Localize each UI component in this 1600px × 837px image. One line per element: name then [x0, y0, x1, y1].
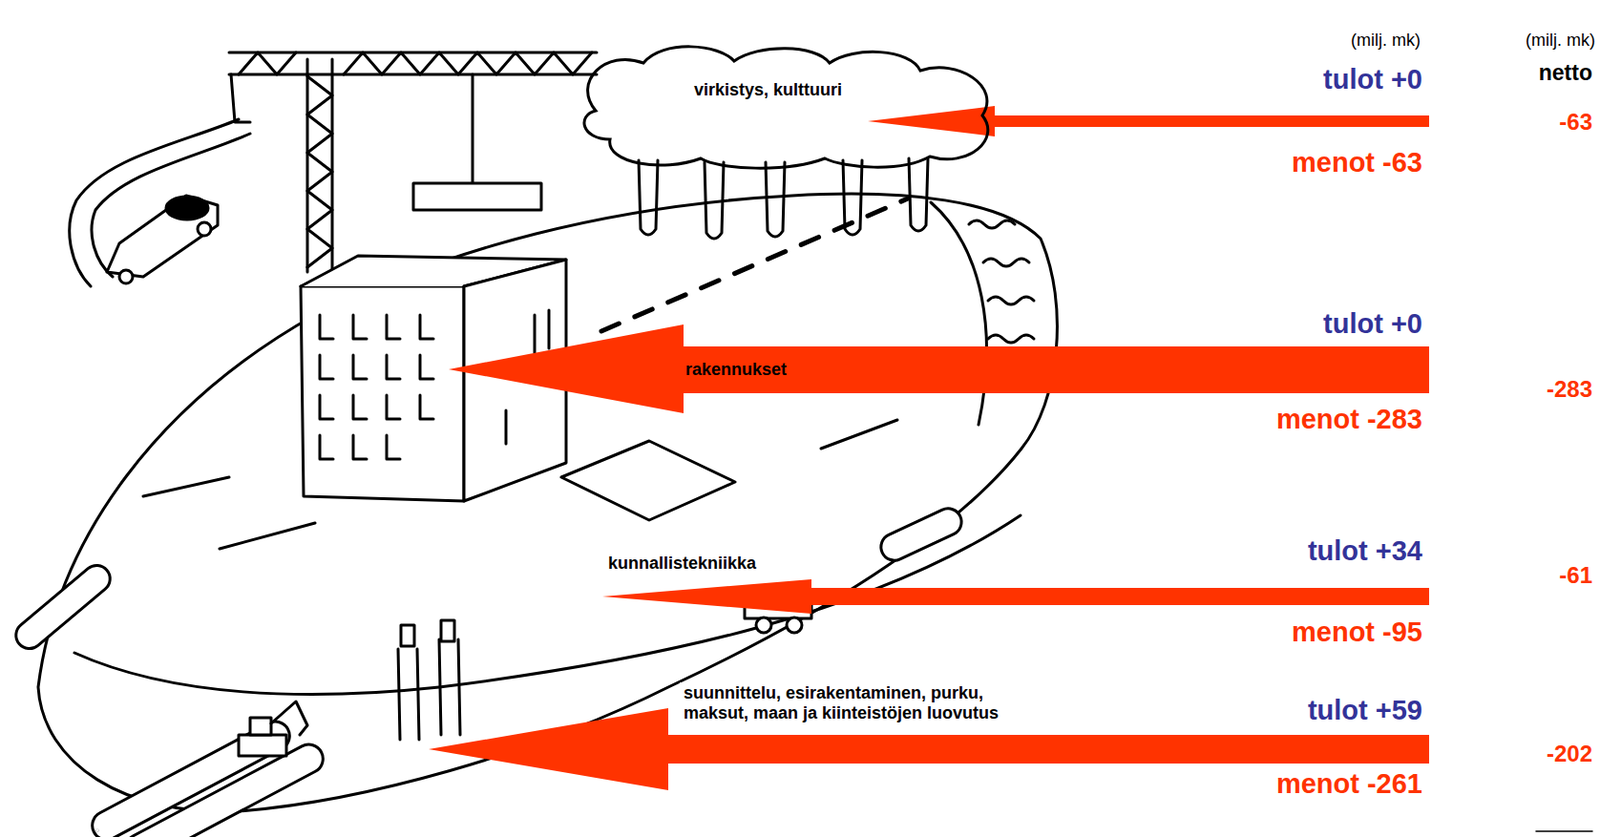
excavator-part [271, 701, 308, 736]
label-slot: -63 [1558, 108, 1593, 136]
crane [229, 52, 597, 273]
cloud-legs-part [638, 160, 658, 235]
cloud-legs [638, 158, 928, 239]
label-slot: tulot +59 [1307, 694, 1423, 727]
water-part [988, 335, 1034, 343]
cloud-label: virkistys, kulttuuri [694, 80, 843, 101]
unit-label: (milj. mk) [1350, 30, 1421, 51]
expense-value: menot -63 [1291, 147, 1423, 179]
crane-part [238, 52, 592, 75]
building-part [319, 435, 400, 460]
piles [398, 620, 461, 740]
label-slot: menot -95 [1291, 616, 1423, 649]
excavator-part [238, 735, 287, 757]
pipes-part [95, 828, 99, 832]
label-slot: (milj. mk) [1525, 30, 1596, 51]
truck-part [106, 195, 218, 277]
road-part [69, 119, 239, 287]
net-value: -63 [1558, 108, 1593, 136]
label-slot: menot -261 [1276, 768, 1423, 800]
label-slot: tulot +34 [1307, 535, 1423, 568]
label-slot: -202 [1546, 740, 1593, 768]
road-part [91, 133, 251, 277]
hull-part [38, 193, 1057, 812]
water-part [968, 220, 1015, 229]
net-value: -61 [1558, 562, 1593, 590]
cloud-shape: virkistys, kulttuuri [576, 43, 997, 169]
pipes-part [10, 560, 116, 655]
label-slot: suunnittelu, esirakentaminen, purku, mak… [679, 682, 1023, 724]
building-part [319, 395, 434, 420]
label-slot: kunnallistekniikka [604, 552, 760, 575]
label-slot: rakennukset [685, 359, 787, 380]
cloud-legs-part [908, 158, 928, 232]
water-part [988, 296, 1034, 305]
crane-part [413, 183, 542, 211]
expense-value: menot -261 [1276, 768, 1423, 800]
sum-rule [1536, 830, 1593, 833]
label-slot: tulot +0 [1323, 63, 1423, 96]
net-value: -202 [1546, 740, 1593, 768]
income-value: tulot +34 [1307, 535, 1423, 568]
pipes-part [876, 504, 966, 565]
income-value: tulot +59 [1307, 694, 1423, 727]
pipes-part [120, 739, 328, 837]
cloud-outline [576, 43, 997, 169]
label-slot: (milj. mk) [1350, 30, 1421, 51]
hull-part [143, 477, 230, 497]
category-label: rakennukset [685, 359, 787, 380]
crane-part [231, 74, 251, 123]
hull-part [561, 441, 736, 521]
road [69, 119, 251, 287]
label-slot: menot -283 [1276, 403, 1423, 436]
piles-part [441, 620, 455, 642]
cloud-legs-part [842, 160, 863, 235]
building-part [319, 315, 434, 339]
piles-part [439, 639, 461, 736]
pipes [10, 504, 967, 837]
label-slot: tulot +0 [1323, 308, 1423, 340]
label-slot: -61 [1558, 562, 1593, 590]
excavator [238, 701, 308, 757]
truck-part [166, 196, 209, 220]
expense-value: menot -95 [1291, 616, 1423, 649]
label-slot: -283 [1546, 376, 1593, 403]
vehicle-part [786, 617, 802, 633]
net-value: -283 [1546, 376, 1593, 403]
excavator-part [250, 717, 272, 736]
building-part [319, 355, 434, 379]
piles-part [400, 625, 415, 647]
pointer-arrow [867, 105, 1430, 137]
pointer-arrow [448, 324, 1430, 414]
category-label: suunnittelu, esirakentaminen, purku, mak… [679, 682, 1023, 724]
income-value: tulot +0 [1323, 63, 1423, 96]
hull-part [821, 420, 898, 449]
unit-label: (milj. mk) [1525, 30, 1596, 51]
label-slot: menot -63 [1291, 147, 1423, 179]
income-value: tulot +0 [1323, 308, 1423, 340]
hull-part [219, 523, 316, 549]
crane-part [229, 52, 597, 75]
hull [38, 193, 1057, 812]
crane-part [471, 74, 475, 184]
piles-part [398, 649, 420, 740]
cloud-legs-part [765, 162, 785, 237]
crane-part [307, 76, 333, 268]
truck-part [197, 222, 211, 236]
label-slot: netto [1538, 60, 1593, 85]
category-label: kunnallistekniikka [604, 552, 760, 575]
truck [106, 195, 218, 284]
truck-part [119, 270, 133, 284]
street-centre-line [601, 198, 908, 332]
pointer-arrow [602, 579, 1430, 614]
building-part [300, 286, 464, 502]
vehicle-part [756, 617, 772, 633]
crane-part [307, 59, 333, 273]
expense-value: menot -283 [1276, 403, 1423, 436]
water-part [983, 258, 1030, 267]
cloud-legs-part [704, 162, 724, 239]
column-heading: netto [1538, 60, 1593, 85]
cloud-outline-part [584, 46, 989, 169]
